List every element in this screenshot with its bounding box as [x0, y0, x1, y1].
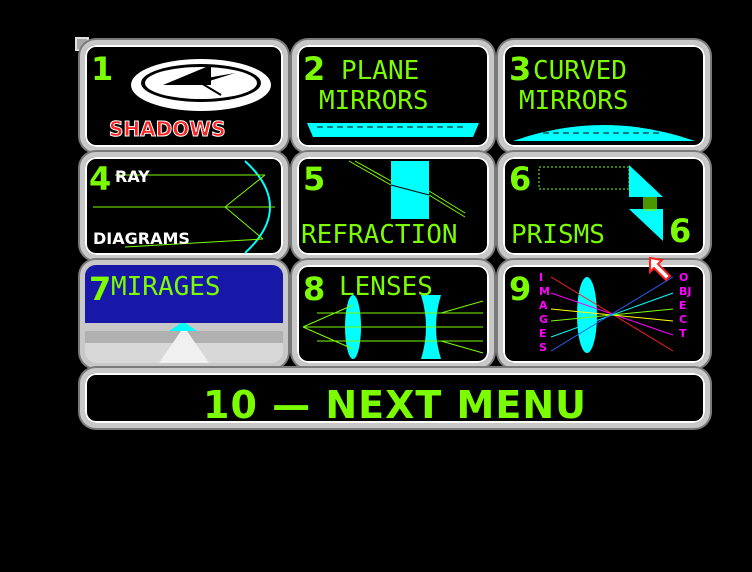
ray-diagram-illustration	[93, 160, 275, 254]
tile-shadows[interactable]: 1 SHADOWS	[80, 40, 288, 152]
tile-title: SHADOWS	[109, 117, 227, 142]
lenses-illustration	[302, 295, 484, 359]
mouse-pointer-icon	[649, 256, 672, 282]
tile-number: 9	[509, 270, 532, 308]
tile-title: REFRACTION	[301, 220, 458, 250]
tile-refraction[interactable]: 5 REFRACTION	[292, 152, 494, 260]
tile-title-line1: PLANE	[341, 56, 420, 86]
tile-title-line2: DIAGRAMS	[93, 229, 190, 248]
tile-title-line1: CURVED	[533, 56, 627, 86]
tile-ray-diagrams[interactable]: 4 RAY DIAGRAMS	[80, 152, 288, 260]
tile-images[interactable]: 9 IMAGES OBJECT	[498, 260, 710, 368]
tile-title: LENSES	[339, 272, 433, 302]
tile-number: 2	[303, 50, 326, 88]
tile-lenses[interactable]: 8 LENSES	[292, 260, 494, 368]
tile-number: 1	[91, 50, 114, 88]
tile-mirages[interactable]: 7 MIRAGES	[80, 260, 288, 368]
images-illustration	[550, 276, 674, 353]
tile-vertical-label-left: IMAGES	[539, 271, 550, 354]
refraction-illustration	[348, 160, 466, 219]
prism-illustration	[538, 165, 663, 241]
tile-number-repeat: 6	[669, 212, 692, 250]
next-menu-label: 10 — NEXT MENU	[203, 383, 587, 427]
sundial-illustration	[131, 59, 271, 111]
tile-title-line1: RAY	[115, 167, 150, 186]
tile-title: PRISMS	[511, 220, 605, 250]
tile-title: MIRAGES	[111, 272, 221, 302]
plane-mirror-illustration	[307, 123, 479, 137]
tile-plane-mirrors[interactable]: 2 PLANE MIRRORS	[292, 40, 494, 152]
tile-number: 4	[89, 160, 112, 198]
next-menu-button[interactable]: 10 — NEXT MENU	[80, 368, 710, 428]
tile-title-line2: MIRRORS	[519, 86, 629, 116]
tile-prisms[interactable]: 6 PRISMS 6	[498, 152, 710, 260]
tile-vertical-label-right: OBJECT	[679, 271, 692, 340]
mirage-illustration	[85, 265, 283, 363]
tile-number: 8	[303, 270, 326, 308]
tile-number: 5	[303, 160, 326, 198]
tile-title-line2: MIRRORS	[319, 86, 429, 116]
tile-number: 6	[509, 160, 532, 198]
tile-curved-mirrors[interactable]: 3 CURVED MIRRORS	[498, 40, 710, 152]
tile-number: 7	[89, 270, 112, 308]
curved-mirror-illustration	[513, 125, 695, 141]
tile-number: 3	[509, 50, 532, 88]
